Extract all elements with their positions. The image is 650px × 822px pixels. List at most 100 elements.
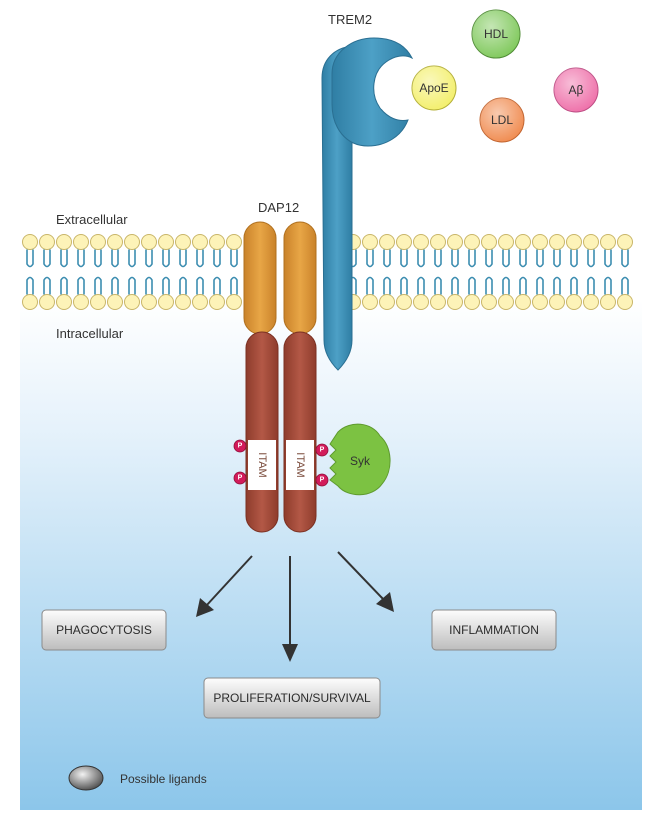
lipid-head xyxy=(90,234,106,250)
ligand-ldl-label: LDL xyxy=(491,113,513,127)
lipid-head xyxy=(600,294,616,310)
itam-label-left: ITAM xyxy=(256,452,268,477)
lipid-tail xyxy=(587,249,595,295)
lipid-tail xyxy=(60,249,68,295)
phosphate-bottom-left: P xyxy=(233,471,247,485)
lipid-tail xyxy=(570,249,578,295)
extracellular-label: Extracellular xyxy=(56,212,128,227)
lipid-head xyxy=(430,294,446,310)
cytoplasm-background xyxy=(20,300,642,810)
lipid-tail xyxy=(196,249,204,295)
syk-kinase xyxy=(329,423,391,496)
lipid-tail xyxy=(366,249,374,295)
legend-ligand-icon xyxy=(68,765,104,791)
lipid-head xyxy=(362,234,378,250)
lipid-tail xyxy=(111,249,119,295)
lipid-head xyxy=(107,234,123,250)
trem2-label: TREM2 xyxy=(328,12,372,27)
arrow-to-proliferation xyxy=(282,556,298,662)
intracellular-label: Intracellular xyxy=(56,326,124,341)
lipid-tail xyxy=(519,249,527,295)
lipid-tail xyxy=(179,249,187,295)
phosphate-label: P xyxy=(320,447,325,454)
lipid-head xyxy=(498,234,514,250)
outcome-proliferation-label: PROLIFERATION/SURVIVAL xyxy=(213,691,371,705)
lipid-tail xyxy=(162,249,170,295)
dap12-intracellular-right xyxy=(283,331,317,533)
lipid-head xyxy=(413,234,429,250)
lipid-head xyxy=(447,294,463,310)
lipid-head xyxy=(107,294,123,310)
outcome-proliferation: PROLIFERATION/SURVIVAL xyxy=(203,677,381,719)
dap12-label: DAP12 xyxy=(258,200,299,215)
lipid-tail xyxy=(485,249,493,295)
lipid-head xyxy=(617,234,633,250)
lipid-head xyxy=(549,234,565,250)
phosphate-top-right: P xyxy=(315,443,329,457)
lipid-head xyxy=(192,234,208,250)
lipid-head xyxy=(56,234,72,250)
legend: Possible ligands xyxy=(68,765,207,791)
signal-arrows xyxy=(196,551,394,662)
ligand-ldl: LDL xyxy=(479,97,525,143)
lipid-head xyxy=(464,294,480,310)
ligand-hdl: HDL xyxy=(471,9,521,59)
lipid-head xyxy=(90,294,106,310)
arrow-to-phagocytosis xyxy=(196,555,253,617)
lipid-tail xyxy=(434,249,442,295)
lipid-tail xyxy=(400,249,408,295)
lipid-head xyxy=(56,294,72,310)
lipid-tail xyxy=(621,249,629,295)
ligand-abeta-label: Aβ xyxy=(569,83,584,97)
lipid-head xyxy=(532,294,548,310)
lipid-head xyxy=(515,294,531,310)
lipid-head xyxy=(362,294,378,310)
ligand-hdl-label: HDL xyxy=(484,27,508,41)
itam-label-right: ITAM xyxy=(294,452,306,477)
trem2-receptor xyxy=(321,37,414,371)
itam-motif-right: ITAM xyxy=(286,440,314,490)
lipid-head xyxy=(192,294,208,310)
cell-membrane xyxy=(22,234,633,310)
phosphate-top-left: P xyxy=(233,439,247,453)
lipid-tail xyxy=(417,249,425,295)
lipid-head xyxy=(22,294,38,310)
syk-label: Syk xyxy=(350,454,371,468)
lipid-head xyxy=(22,234,38,250)
lipid-tail xyxy=(604,249,612,295)
legend-text: Possible ligands xyxy=(120,772,207,786)
lipid-head xyxy=(226,234,242,250)
lipid-head xyxy=(566,234,582,250)
lipid-head xyxy=(583,234,599,250)
lipid-head xyxy=(396,294,412,310)
outcome-phagocytosis-label: PHAGOCYTOSIS xyxy=(56,623,152,637)
lipid-tail xyxy=(43,249,51,295)
lipid-tail xyxy=(145,249,153,295)
lipid-tail xyxy=(213,249,221,295)
lipid-head xyxy=(39,234,55,250)
lipid-head xyxy=(141,294,157,310)
lipid-tail xyxy=(383,249,391,295)
lipid-head xyxy=(498,294,514,310)
lipid-head xyxy=(124,234,140,250)
lipid-head xyxy=(73,234,89,250)
lipid-head xyxy=(583,294,599,310)
lipid-tail xyxy=(502,249,510,295)
lipid-head xyxy=(447,234,463,250)
ligand-apoe-label: ApoE xyxy=(419,81,448,95)
ligand-apoe: ApoE xyxy=(411,65,457,111)
lipid-head xyxy=(226,294,242,310)
lipid-head xyxy=(141,234,157,250)
lipid-head xyxy=(379,294,395,310)
phosphate-label: P xyxy=(320,477,325,484)
lipid-tail xyxy=(77,249,85,295)
lipid-tail xyxy=(230,249,238,295)
arrow-to-inflammation xyxy=(337,551,394,612)
lipid-head xyxy=(209,294,225,310)
lipid-tail xyxy=(128,249,136,295)
dap12-extracellular-right xyxy=(283,221,317,335)
phosphate-label: P xyxy=(238,475,243,482)
lipid-head xyxy=(515,234,531,250)
lipid-tail xyxy=(553,249,561,295)
